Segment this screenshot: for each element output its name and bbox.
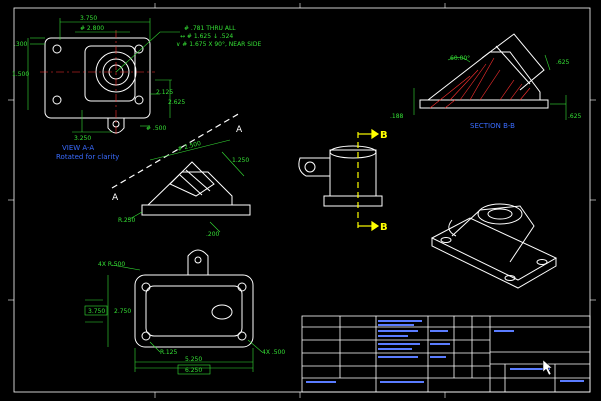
section-b-b[interactable] [419,33,549,109]
dim-1500: 1.500 [12,71,29,78]
dim-2500: # 2.500 [177,140,202,153]
section-base-plate [419,99,549,109]
dim-500-a: # .500 [146,125,166,132]
dim-2625: 2.625 [168,99,185,106]
frame-zone-ticks [8,3,596,398]
iso-base [430,217,558,281]
dim-625-a: .625 [556,59,570,66]
bolt-hole [134,95,144,105]
dim-1250: 1.250 [232,157,249,164]
bolt-hole [52,44,62,54]
cutting-plane-b-b[interactable] [357,128,380,232]
iso-body [451,205,535,263]
iso-base-thickness [431,238,557,289]
view-a-a-label: VIEW A-A [62,144,94,152]
dim-4x-500: 4X .500 [262,349,285,356]
dim-3750-b: 3.750 [88,308,105,315]
view-a-a[interactable] [141,161,251,216]
mouse-cursor-icon [542,359,553,376]
cutting-plane-a-a[interactable] [111,112,241,189]
dim-300: .300 [14,41,28,48]
iso-hole [440,237,452,243]
side-view-base [323,195,383,207]
title-block[interactable] [301,315,591,393]
bottom-view-inner [145,285,243,337]
section-dimensions [413,54,567,120]
iso-boss [477,203,523,225]
bolt-hole [52,95,62,105]
bottom-view-outer [134,274,254,348]
side-view[interactable] [298,145,383,207]
cut-label-b-bottom: B [380,222,388,233]
dim-2750: 2.750 [114,308,131,315]
dim-188: .188 [390,113,404,120]
bottom-view-dimensions [85,264,263,372]
title-block-text-marks [306,320,584,383]
view-a-base [141,204,251,216]
dim-2800: # 2.800 [80,25,104,32]
view-a-line [179,174,203,196]
title-block-frame [301,315,591,393]
bottom-lug-hole [194,256,202,264]
top-view-boss-plate [84,45,136,102]
top-view-dimensions [27,18,180,133]
iso-boss-inner [487,208,513,220]
section-body [427,51,541,101]
dim-r125: R.125 [160,349,177,356]
view-a-dimensions [127,139,245,233]
top-view-base [44,37,151,119]
section-line [495,45,531,85]
bolt-hole [134,44,144,54]
bottom-bolt-hole [141,331,151,341]
dim-2125: 2.125 [156,89,173,96]
bottom-bolt-hole [141,282,151,292]
cut-label-b-top: B [380,130,388,141]
hole-note-1: # .781 THRU ALL [184,25,236,32]
iso-lug [448,219,457,237]
section-b-b-label: SECTION B-B [470,122,515,130]
side-view-lug [298,157,331,177]
cut-label-a-bottom: A [112,193,119,203]
hole-note-2: ↔ # 1.625 ↓ .524 [180,33,233,40]
top-view-centerlines [40,30,155,135]
hole-note-3: ∨ # 1.675 X 90°, NEAR SIDE [176,41,261,48]
rotated-note: Rotated for clarity [56,153,119,161]
view-a-line [185,169,211,192]
dim-60: 60.00° [450,55,470,62]
view-a-boss [169,161,215,197]
bottom-bolt-hole [237,331,247,341]
view-a-body [147,171,233,206]
dim-5250: 5.250 [185,356,202,363]
isometric-view[interactable] [430,203,558,289]
dim-box-6250 [177,364,211,375]
bottom-view[interactable] [134,249,254,348]
section-boss [481,33,545,91]
dim-200: .200 [206,231,220,238]
dim-6250: 6.250 [185,367,202,374]
dim-4x-r500: 4X R.500 [98,261,125,268]
dim-625-b: .625 [568,113,582,120]
top-view[interactable] [44,37,151,134]
dim-box-3750 [84,305,108,316]
side-view-body [329,149,377,197]
dim-r250: R.250 [118,217,135,224]
side-lug-hole [304,161,316,173]
dim-3250: 3.250 [74,135,91,142]
side-view-top [329,145,377,159]
bottom-bolt-hole [237,282,247,292]
iso-hole [536,259,548,265]
cut-label-a-top: A [236,125,243,135]
dim-3750: 3.750 [80,15,97,22]
iso-hole [504,275,516,281]
bottom-lug [187,249,209,275]
bottom-bore [211,304,233,320]
section-hatching [429,57,531,109]
